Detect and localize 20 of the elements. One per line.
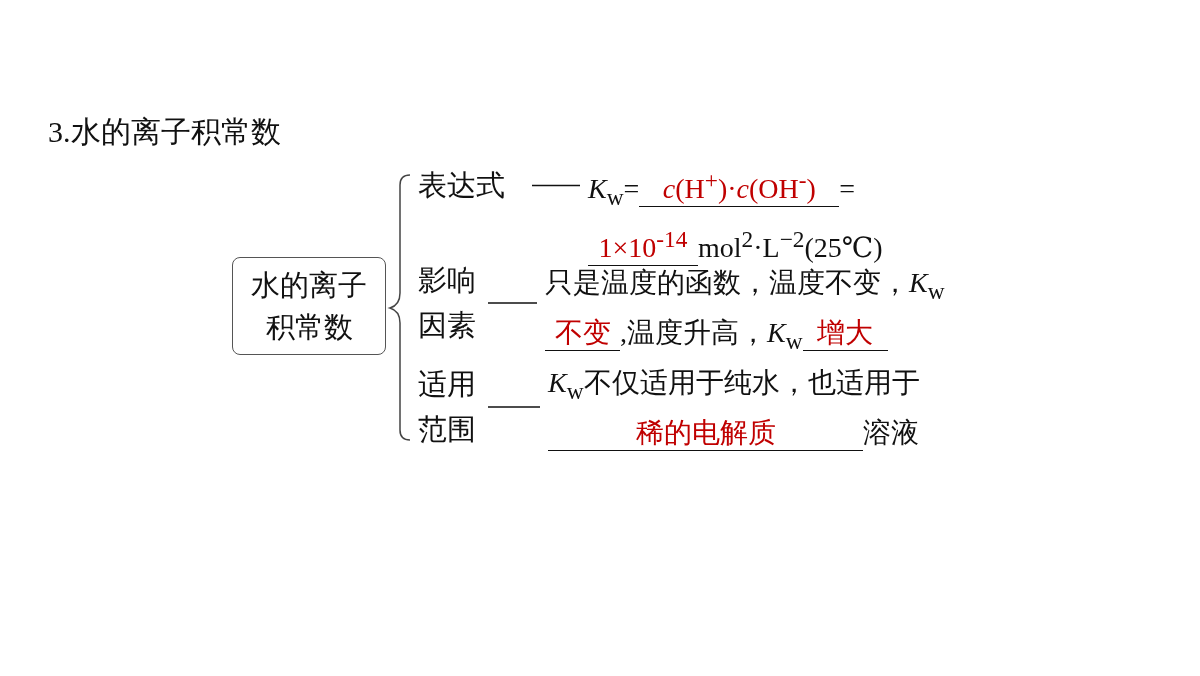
- statement-text: =: [839, 173, 856, 205]
- connector-line: [487, 406, 541, 408]
- topic-box: 水的离子积常数: [232, 257, 386, 355]
- connector-line: [487, 302, 538, 304]
- section-title: 3.水的离子积常数: [48, 114, 281, 150]
- statement-text: 只是温度的函数，温度不变，K$_{w}$: [545, 267, 945, 298]
- statement-text: mol$^{2}$·L$^{−2}$(25℃): [698, 232, 883, 264]
- answer-blank: 稀的电解质: [548, 415, 863, 451]
- statement-text: K$_{w}$=: [588, 173, 640, 205]
- branch-heading: 适用范围: [418, 362, 484, 452]
- statement-text: 溶液: [863, 416, 919, 448]
- statement-text: K$_{w}$不仅适用于纯水，也适用于: [548, 367, 920, 398]
- answer-blank: 1×10$^{-14}$: [588, 221, 698, 267]
- branch-heading: 影响因素: [418, 258, 484, 348]
- answer-blank: 增大: [802, 315, 888, 351]
- answer-blank: c(H$^{+}$)·c(OH$^{-}$): [639, 163, 840, 208]
- branch-heading: 表达式: [418, 163, 528, 208]
- statement-text: ,温度升高，K$_{w}$: [620, 316, 803, 348]
- connector-line: [531, 184, 581, 187]
- answer-blank: 不变: [545, 315, 620, 351]
